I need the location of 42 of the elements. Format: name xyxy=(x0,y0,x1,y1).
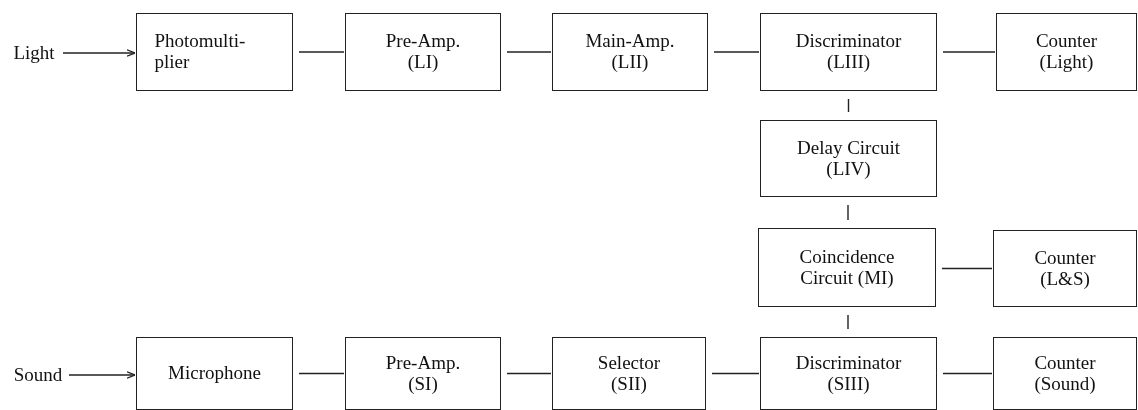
connector-line xyxy=(298,51,345,53)
box-label: Main-Amp. (LII) xyxy=(584,31,676,73)
connector-line xyxy=(506,372,552,375)
arrow xyxy=(62,49,136,57)
connector-line xyxy=(713,51,760,53)
process-box xyxy=(136,13,293,91)
process-box xyxy=(760,120,937,197)
connector-line xyxy=(711,372,760,375)
box-label: Delay Circuit (LIV) xyxy=(796,137,901,180)
process-box xyxy=(552,337,706,410)
process-box xyxy=(760,13,937,91)
connector-line xyxy=(298,372,345,375)
process-box xyxy=(993,230,1137,307)
connector-line xyxy=(941,267,993,270)
process-box xyxy=(760,337,937,410)
connector-line xyxy=(847,98,850,113)
box-label: Microphone xyxy=(167,363,262,384)
box-label: Counter (Light) xyxy=(1034,31,1099,73)
box-label: Discriminator (LIII) xyxy=(794,31,903,73)
box-label: Counter (Sound) xyxy=(1033,352,1097,395)
connector-line xyxy=(942,372,993,375)
box-label: Discriminator (SIII) xyxy=(794,352,903,395)
box-label: Pre-Amp. (SI) xyxy=(384,352,462,395)
box-label: Coincidence Circuit (MI) xyxy=(798,246,896,289)
input-label: Light xyxy=(13,42,55,64)
process-box xyxy=(345,337,501,410)
connector-line xyxy=(847,204,849,221)
arrow xyxy=(68,371,136,379)
process-box xyxy=(345,13,501,91)
process-box xyxy=(552,13,708,91)
box-label: Photomulti- plier xyxy=(154,31,247,73)
connector-line xyxy=(847,314,849,330)
box-label: Counter (L&S) xyxy=(1033,247,1097,290)
process-box xyxy=(758,228,936,307)
process-box xyxy=(996,13,1137,91)
box-label: Selector (SII) xyxy=(596,352,662,395)
connector-line xyxy=(506,51,552,53)
process-box xyxy=(136,337,293,410)
process-box xyxy=(993,337,1137,410)
box-label: Pre-Amp. (LI) xyxy=(384,31,462,73)
connector-line xyxy=(942,51,996,53)
input-label: Sound xyxy=(13,364,63,386)
